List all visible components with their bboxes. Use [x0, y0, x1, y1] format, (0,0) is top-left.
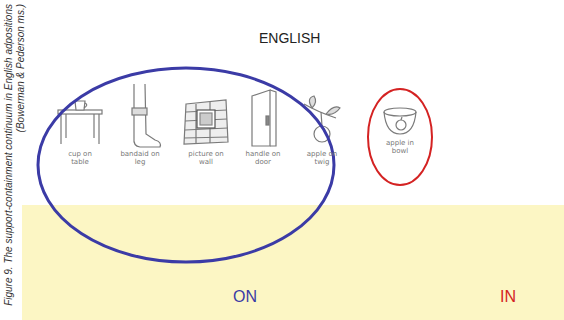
category-label: ON: [233, 288, 257, 306]
ellipse-outline: [38, 68, 334, 262]
ellipse-outline: [368, 89, 432, 185]
apple-on-twig-drawing: [304, 96, 340, 142]
figure-caption: Figure 9. The support-containment contin…: [3, 4, 26, 316]
picture-label: cup on table: [60, 150, 100, 166]
diagram-title: ENGLISH: [259, 30, 320, 46]
bandaid-on-leg-drawing: [132, 84, 160, 147]
grouping-ellipse: cup on table bandaid on leg picture on wal…: [38, 68, 334, 262]
scene-drawings: [58, 84, 416, 147]
apple-in-bowl-drawing: [384, 108, 416, 134]
ellipse-outline: [368, 89, 432, 185]
picture-label: handle on door: [243, 150, 283, 166]
picture-on-wall-drawing: [184, 100, 228, 144]
picture-label: apple on twig: [302, 150, 342, 166]
picture-label: apple in bowl: [380, 139, 420, 155]
grouping-ellipse: apple in bowl: [368, 89, 432, 185]
category-label: IN: [500, 288, 516, 306]
picture-label: bandaid on leg: [120, 150, 160, 166]
caption-band: [22, 205, 564, 320]
handle-on-door-drawing: [252, 90, 276, 146]
picture-label: picture on wall: [186, 150, 226, 166]
